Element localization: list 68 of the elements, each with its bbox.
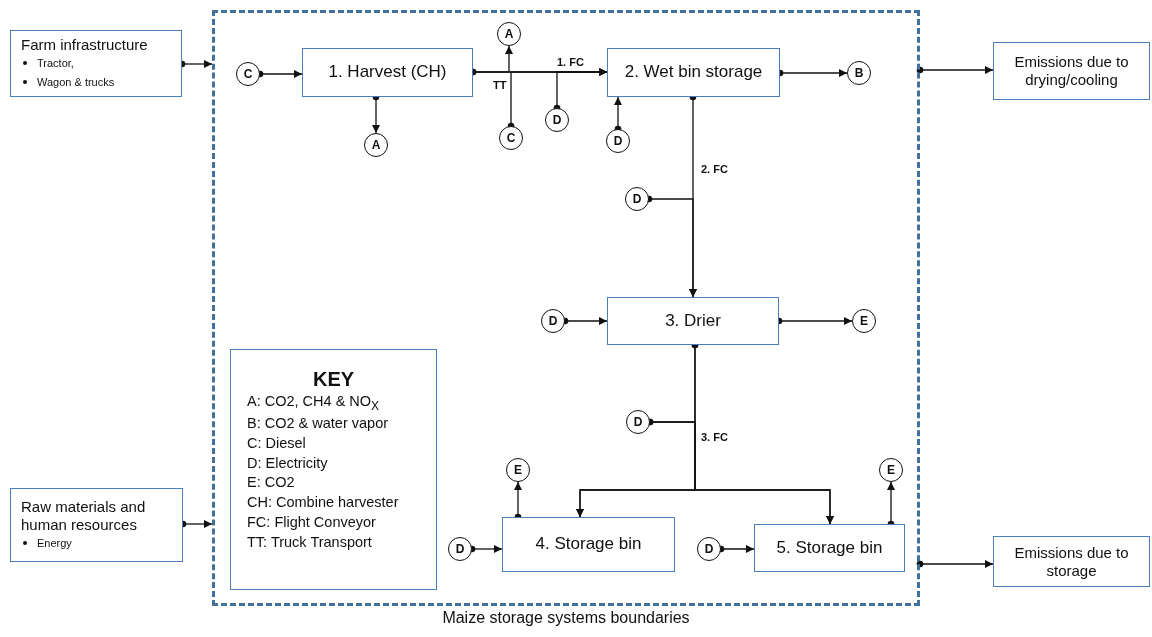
circle-letter: A [504, 28, 514, 40]
circle-letter: D [633, 416, 643, 428]
circle-marker [626, 410, 650, 434]
circle-marker [545, 108, 569, 132]
output-box [993, 536, 1150, 587]
circle-marker [847, 61, 871, 85]
circle-letter: D [552, 114, 562, 126]
circle-marker [879, 458, 903, 482]
circle-letter: D [704, 543, 714, 555]
input-box [10, 30, 182, 97]
process-box [607, 297, 779, 345]
circle-letter: D [548, 315, 558, 327]
box-label: Emissions due to drying/cooling [1013, 53, 1130, 89]
circle-marker [625, 187, 649, 211]
circle-letter: D [455, 543, 465, 555]
circle-letter: C [243, 68, 253, 80]
circle-letter: D [613, 135, 623, 147]
circle-marker [499, 126, 523, 150]
key-entry: CH: Combine harvester [247, 493, 399, 513]
circle-marker [506, 458, 530, 482]
circle-marker [852, 309, 876, 333]
box-heading: Farm infrastructure [21, 35, 148, 54]
box-label: 1. Harvest (CH) [328, 62, 447, 83]
edge-label: 1. FC [556, 56, 585, 69]
bullet-text: Energy [37, 535, 72, 551]
box-label: 2. Wet bin storage [624, 62, 763, 83]
box-label: Emissions due to storage [1013, 543, 1130, 580]
circle-marker [497, 22, 521, 46]
key-entry: FC: Flight Conveyor [247, 512, 376, 532]
circle-marker [606, 129, 630, 153]
bullet-text: Wagon & trucks [37, 74, 115, 90]
key-box [230, 349, 437, 590]
circle-letter: E [514, 464, 522, 476]
process-box [754, 524, 905, 572]
process-box [302, 48, 473, 97]
key-entry: A: CO2, CH4 & NO$_{X}$ [247, 392, 380, 415]
input-box [10, 488, 183, 562]
key-entry: B: CO2 & water vapor [247, 414, 389, 434]
bullet-text: Tractor, [37, 55, 74, 71]
key-entry: C: Diesel [247, 434, 306, 454]
box-label: 5. Storage bin [776, 537, 883, 559]
arrow [916, 66, 994, 74]
circle-letter: E [860, 315, 868, 327]
circle-marker [236, 62, 260, 86]
key-entry: E: CO2 [247, 473, 295, 493]
box-heading: Raw materials and human resources [21, 497, 147, 534]
circle-marker [364, 133, 388, 157]
circle-letter: C [506, 132, 516, 144]
circle-marker [448, 537, 472, 561]
output-box [993, 42, 1150, 100]
key-entry: TT: Truck Transport [247, 532, 372, 552]
key-entry: D: Electricity [247, 453, 328, 473]
process-box [607, 48, 780, 97]
circle-letter: A [371, 139, 381, 151]
arrow [916, 560, 994, 568]
process-box [502, 517, 675, 572]
circle-marker [697, 537, 721, 561]
edge-label: 2. FC [700, 163, 729, 176]
circle-letter: B [854, 67, 864, 79]
circle-letter: E [887, 464, 895, 476]
boundary-caption: Maize storage systems boundaries [441, 609, 691, 627]
box-label: 4. Storage bin [535, 534, 642, 555]
circle-marker [541, 309, 565, 333]
edge-label: 3. FC [700, 431, 729, 444]
key-title: KEY [312, 367, 355, 392]
line-label: TT [492, 79, 508, 92]
box-label: 3. Drier [665, 310, 721, 332]
circle-letter: D [632, 193, 642, 205]
